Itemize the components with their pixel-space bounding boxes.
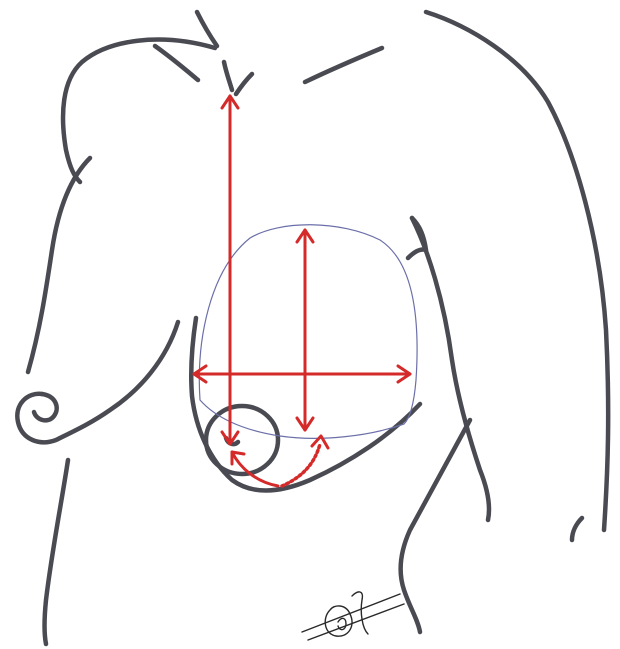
right-areola [206,406,278,474]
right-axilla [408,218,426,258]
left-clavicle [155,46,198,80]
body-outline [17,12,608,644]
right-arm-inner-line [412,218,489,520]
left-nipple [34,394,57,420]
sternal-notch-left [224,62,232,90]
signature-stroke-2 [308,604,404,640]
signature-flourish [352,592,368,634]
left-lower-torso [45,460,69,644]
left-torso-side [28,158,90,372]
author-signature [302,592,404,640]
right-flank-line [401,420,470,632]
sternal-notch-right [236,74,252,94]
measurement-arrows [194,96,410,486]
right-elbow-crease [572,518,582,540]
left-breast-contour [17,322,178,442]
right-clavicle [305,48,382,82]
neck-left-line [197,12,217,46]
